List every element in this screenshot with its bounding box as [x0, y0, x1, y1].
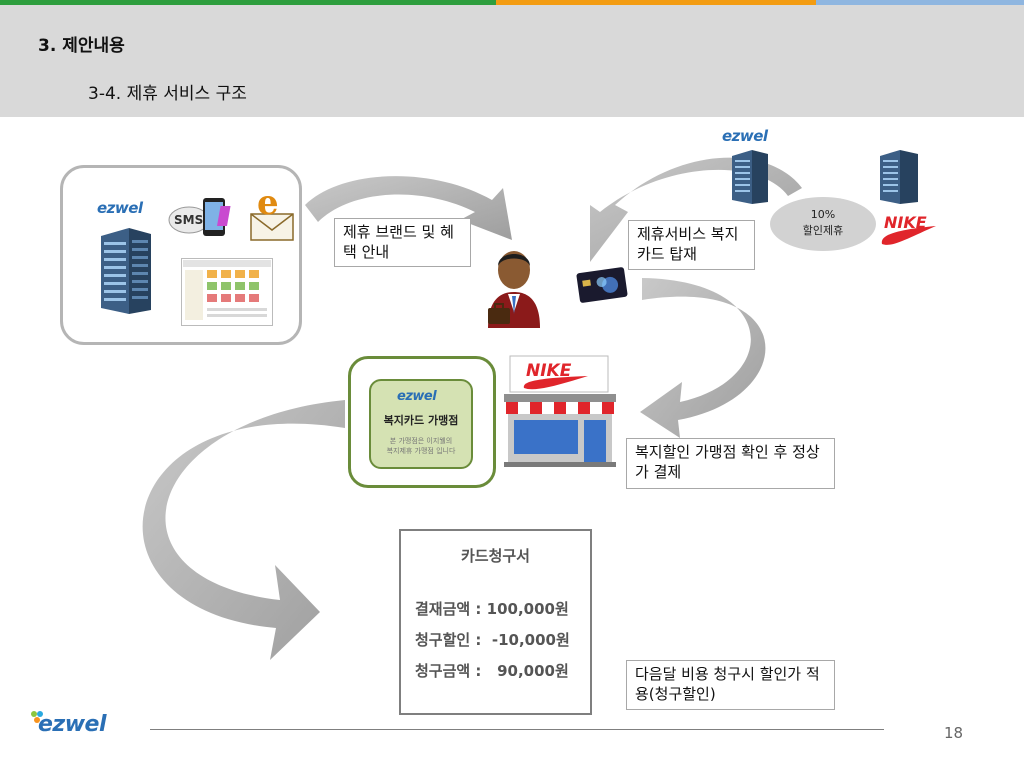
- page-number: 18: [944, 724, 964, 742]
- slide-header: 3. 제안내용 3-4. 제휴 서비스 구조: [0, 5, 1024, 117]
- footer-divider: [150, 729, 884, 730]
- store-nike-text: NIKE: [526, 361, 572, 381]
- arrow-store-to-bill: [142, 400, 345, 660]
- card-bill: 카드청구서 결재금액 : 100,000원 청구할인 : -10,000원 청구…: [399, 529, 592, 715]
- bill-discount: 청구할인 : -10,000원: [415, 631, 570, 649]
- bill-payment: 결재금액 : 100,000원: [415, 600, 569, 618]
- partner-building-icon: [732, 150, 768, 204]
- logo-mark-icon: [31, 711, 43, 723]
- ezwel-logo-icon: ezwel: [97, 199, 143, 217]
- bill-total: 청구금액 : 90,000원: [415, 662, 569, 680]
- discount-label: 할인제휴: [802, 224, 844, 237]
- arrow-partner-to-card: [590, 157, 802, 262]
- store-sign-line1: 본 가맹점은 이지웰의: [389, 437, 453, 445]
- sms-phone-icon: [168, 198, 231, 236]
- nike-logo-icon: NIKE: [881, 213, 936, 245]
- arrow-company-to-person: [305, 176, 512, 240]
- store-sign-outer: ezwel 복지카드 가맹점 본 가맹점은 이지웰의 복지제휴 가맹점 입니다: [348, 356, 496, 488]
- bill-title: 카드청구서: [460, 547, 530, 565]
- sms-label: SMS: [174, 213, 204, 227]
- ezwel-logo-sign: ezwel: [397, 389, 437, 404]
- discount-rate: 10%: [810, 208, 836, 221]
- store-sign-title: 복지카드 가맹점: [383, 414, 459, 427]
- callout-next-month: 다음달 비용 청구시 할인가 적용(청구할인): [626, 660, 835, 710]
- company-panel: ezwel SMS e: [60, 165, 302, 345]
- businessman-icon: [488, 251, 540, 328]
- welfare-card-icon: [576, 267, 628, 303]
- nike-logo-text: NIKE: [884, 213, 927, 232]
- callout-store-payment: 복지할인 가맹점 확인 후 정상가 결제: [626, 438, 835, 489]
- store-sign-inner: ezwel 복지카드 가맹점 본 가맹점은 이지웰의 복지제휴 가맹점 입니다: [369, 379, 473, 469]
- website-thumbnail: [181, 258, 273, 326]
- office-building-icon: [101, 228, 151, 314]
- discount-bubble: 10% 할인제휴: [770, 197, 876, 251]
- svg-text:e: e: [257, 184, 279, 223]
- ezwel-logo-top: ezwel: [722, 127, 768, 145]
- stripe-blue: [816, 0, 1024, 5]
- stripe-green: [0, 0, 496, 5]
- stripe-orange: [496, 0, 816, 5]
- callout-card-service: 제휴서비스 복지카드 탑재: [628, 220, 755, 270]
- slide-subtitle: 3-4. 제휴 서비스 구조: [88, 84, 247, 104]
- arrow-card-to-store: [640, 278, 766, 438]
- nike-building-icon: [880, 150, 918, 204]
- section-title: 3. 제안내용: [38, 36, 125, 56]
- callout-brand-guide: 제휴 브랜드 및 혜택 안내: [334, 218, 471, 267]
- nike-store-icon: NIKE: [504, 355, 616, 467]
- email-icon: e: [250, 184, 294, 241]
- store-sign-line2: 복지제휴 가맹점 입니다: [386, 447, 456, 455]
